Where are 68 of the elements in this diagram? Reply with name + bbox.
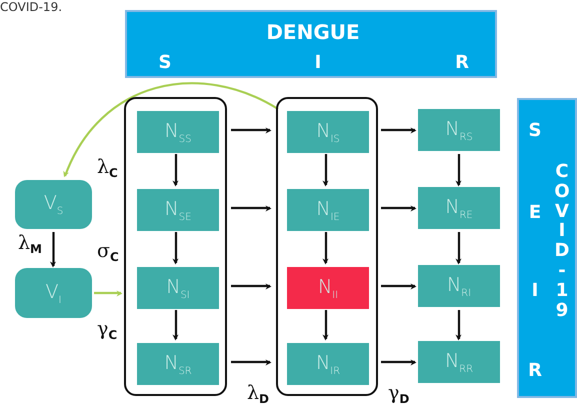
compartment-label: N$_{SR}$ <box>164 352 192 376</box>
header-band <box>125 10 497 78</box>
compartment-label: V$_{S}$ <box>44 192 64 217</box>
compartment-box <box>137 267 219 309</box>
compartment-label: N$_{SS}$ <box>164 120 192 144</box>
arrow <box>94 290 122 296</box>
arrow <box>456 310 462 340</box>
arrow <box>231 360 272 366</box>
compartment-label: N$_{RR}$ <box>444 350 474 374</box>
compartment-label: N$_{II}$ <box>318 276 338 300</box>
vector-box <box>15 180 92 229</box>
arrow <box>231 206 272 212</box>
compartment-label: N$_{IS}$ <box>316 120 340 144</box>
compartment-box <box>137 189 219 231</box>
arrow <box>456 232 462 264</box>
compartment-box <box>418 341 500 383</box>
arrow <box>322 310 328 340</box>
group-frame <box>276 97 378 396</box>
compartment-box <box>418 265 500 307</box>
compartment-box <box>287 267 369 309</box>
compartment-label: N$_{IE}$ <box>316 198 340 222</box>
group-frame <box>124 97 227 396</box>
header-band <box>517 98 577 398</box>
compartment-box <box>418 109 500 151</box>
band-text: E <box>528 202 542 223</box>
rate-label: λ$_{D}$ <box>247 382 270 405</box>
vertical-title: COVID-19 <box>553 162 571 320</box>
arrow <box>50 232 56 268</box>
rate-label: γ$_{C}$ <box>97 318 118 342</box>
band-text: S <box>528 120 542 141</box>
compartment-label: N$_{RE}$ <box>445 196 473 220</box>
arrow <box>172 232 178 264</box>
arrow <box>231 128 272 134</box>
arrow <box>381 284 416 290</box>
rate-label: λ$_{M}$ <box>18 232 42 256</box>
arrow <box>381 206 416 212</box>
arrow <box>381 128 416 134</box>
vector-box <box>15 268 92 318</box>
compartment-label: N$_{RS}$ <box>445 118 473 142</box>
arrow <box>322 154 328 186</box>
compartment-label: N$_{RI}$ <box>446 274 472 298</box>
compartment-box <box>137 343 219 385</box>
band-text: I <box>314 52 322 73</box>
rate-label: γ$_{D}$ <box>388 382 410 405</box>
band-text: R <box>527 360 543 381</box>
arrow <box>381 360 416 366</box>
arrow <box>64 82 279 178</box>
compartment-box <box>287 343 369 385</box>
arrow <box>172 310 178 340</box>
band-text: S <box>158 52 172 73</box>
compartment-label: N$_{SE}$ <box>164 198 192 222</box>
compartment-label: N$_{SI}$ <box>166 276 190 300</box>
compartment-box <box>287 111 369 153</box>
arrow <box>172 154 178 186</box>
rate-label: λ$_{C}$ <box>97 156 118 180</box>
band-text: DENGUE <box>265 20 361 44</box>
compartment-box <box>418 187 500 229</box>
compartment-box <box>287 189 369 231</box>
compartment-label: N$_{IR}$ <box>316 352 340 376</box>
compartment-box <box>137 111 219 153</box>
arrow <box>231 284 272 290</box>
arrow <box>322 232 328 264</box>
compartment-label: V$_{I}$ <box>46 280 62 306</box>
caption-text: COVID-19. <box>0 0 62 14</box>
band-text: R <box>454 52 470 73</box>
band-text: I <box>530 280 540 301</box>
arrow <box>456 154 462 186</box>
rate-label: σ$_{C}$ <box>97 240 119 264</box>
